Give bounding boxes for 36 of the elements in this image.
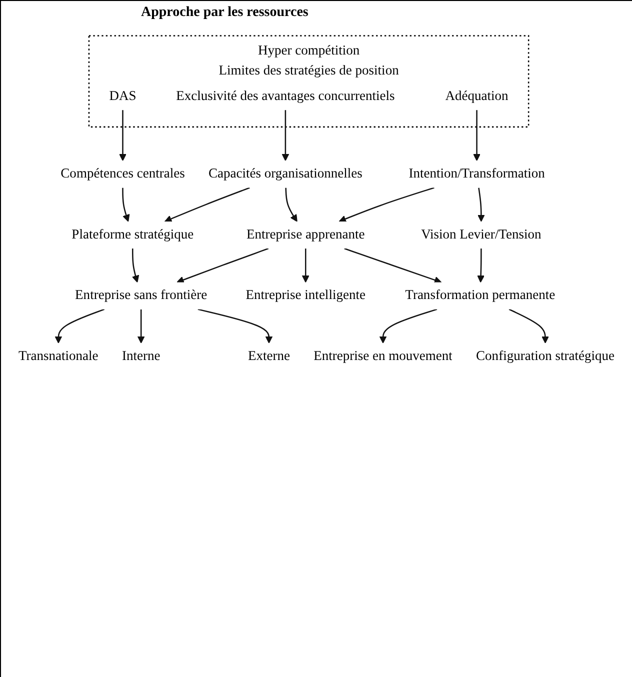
arrow	[344, 248, 442, 284]
arrow	[54, 308, 105, 344]
arrow	[477, 188, 485, 222]
arrow	[137, 309, 145, 344]
arrow	[176, 248, 269, 284]
node-text: Capacités organisationnelles	[208, 166, 362, 181]
node-text: Exclusivité des avantages concurrentiels	[176, 88, 395, 104]
node-text: Configuration stratégique	[476, 349, 614, 364]
node-text: Vision Levier/Tension	[421, 227, 542, 242]
node-text: Entreprise apprenante	[246, 227, 365, 242]
arrow	[198, 308, 273, 344]
arrow	[508, 308, 549, 344]
arrow	[379, 308, 438, 344]
note-text: Approche par les ressources	[141, 5, 308, 20]
node-text: Entreprise intelligente	[246, 288, 366, 303]
node-text: Interne	[122, 349, 160, 364]
arrow	[164, 187, 250, 222]
arrow	[302, 248, 310, 283]
node-text: Compétences centrales	[60, 166, 185, 181]
arrow	[473, 110, 481, 162]
node-text: DAS	[109, 88, 136, 104]
node-text: Transnationale	[18, 349, 98, 364]
arrow	[282, 110, 290, 162]
node-text: Transformation permanente	[405, 288, 556, 303]
arrow	[122, 188, 130, 222]
arrow	[119, 110, 126, 162]
node-text: Adéquation	[445, 88, 508, 104]
node-text: Entreprise en mouvement	[314, 349, 452, 364]
arrow	[132, 248, 140, 283]
arrow	[338, 187, 434, 222]
node-text: Entreprise sans frontière	[75, 288, 208, 303]
node-text: Externe	[248, 349, 290, 364]
arrow	[285, 188, 298, 222]
node-text: Intention/Transformation	[408, 166, 545, 181]
arrow	[477, 248, 485, 283]
node-text: Plateforme stratégique	[72, 227, 194, 242]
